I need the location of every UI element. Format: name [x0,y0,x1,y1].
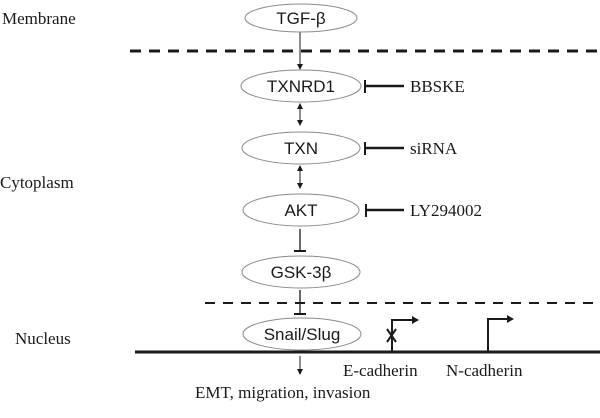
edge-akt-gsk3b-inhibition [294,229,306,252]
node-txn: TXN [241,131,361,165]
inhibitor-label-bbske: BBSKE [410,77,465,96]
node-akt: AKT [242,193,360,227]
node-txn-ellipse [241,131,361,165]
region-label-cytoplasm: Cytoplasm [0,173,74,192]
node-txnrd1-label: TXNRD1 [267,77,335,96]
region-label-membrane: Membrane [2,9,76,28]
gene-e-cadherin: E-cadherin [343,316,419,380]
inhibitor-label-sirna: siRNA [410,139,458,158]
node-gsk3b: GSK-3β [241,255,361,289]
node-gsk3b-ellipse [241,255,361,289]
outcome-label: EMT, migration, invasion [195,383,371,402]
node-tgfb-ellipse [244,3,358,33]
inhibitor-sirna: siRNA [364,139,458,158]
node-akt-label: AKT [284,201,317,220]
repressed-x-icon [386,328,397,343]
n-cadherin-promoter-arrow [487,318,510,352]
gene-n-cadherin: N-cadherin [446,315,523,380]
edge-gsk3b-snail-inhibition [294,290,306,315]
node-akt-ellipse [242,193,360,227]
n-cadherin-promoter-arrowhead [507,315,514,323]
inhibitor-ly294002: LY294002 [365,201,482,220]
e-cadherin-promoter-arrow [391,319,415,352]
gene-label-n-cadherin: N-cadherin [446,361,523,380]
region-label-nucleus: Nucleus [15,329,71,348]
inhibitor-bbske: BBSKE [364,77,465,96]
node-snail-slug-ellipse [242,317,362,351]
gene-label-e-cadherin: E-cadherin [343,361,418,380]
node-txnrd1-ellipse [240,69,362,103]
node-txnrd1: TXNRD1 [240,69,362,103]
node-tgfb: TGF-β [244,3,358,33]
inhibitor-label-ly294002: LY294002 [410,201,482,220]
node-snail-slug: Snail/Slug [242,317,362,351]
node-gsk3b-label: GSK-3β [271,263,332,282]
e-cadherin-promoter-arrowhead [412,316,419,324]
node-snail-slug-label: Snail/Slug [264,325,341,344]
node-tgfb-label: TGF-β [276,9,326,28]
node-txn-label: TXN [284,139,318,158]
